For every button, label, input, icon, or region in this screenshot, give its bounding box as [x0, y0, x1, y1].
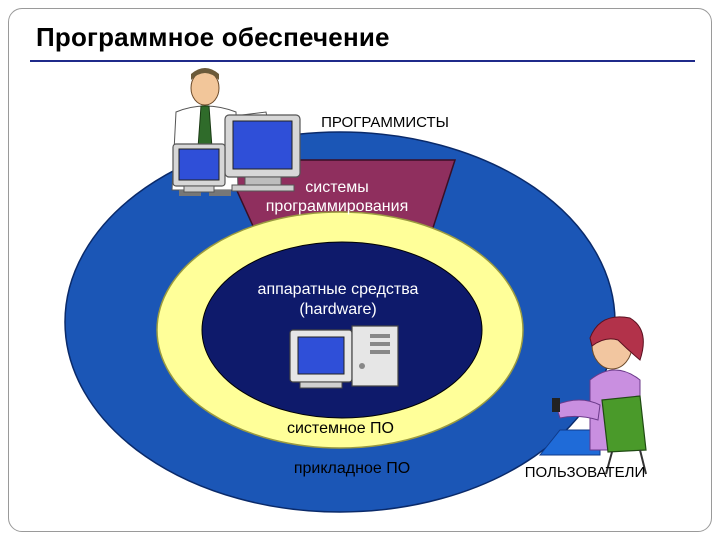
programming-systems-label: системы программирования: [265, 179, 409, 215]
title-divider: [30, 60, 695, 62]
computer-monitor-icon: [224, 114, 301, 192]
page-title: Программное обеспечение: [36, 22, 390, 52]
programmers-label: ПРОГРАММИСТЫ: [321, 114, 449, 131]
desktop-computer-icon: [289, 325, 399, 389]
small-monitor-icon: [172, 143, 226, 193]
system-software-label: системное ПО: [286, 420, 394, 437]
user-figure-icon: [538, 316, 647, 475]
application-software-label: прикладное ПО: [293, 460, 411, 477]
hardware-label: аппаратные средства (hardware): [257, 281, 419, 318]
users-label: ПОЛЬЗОВАТЕЛИ: [524, 464, 646, 481]
